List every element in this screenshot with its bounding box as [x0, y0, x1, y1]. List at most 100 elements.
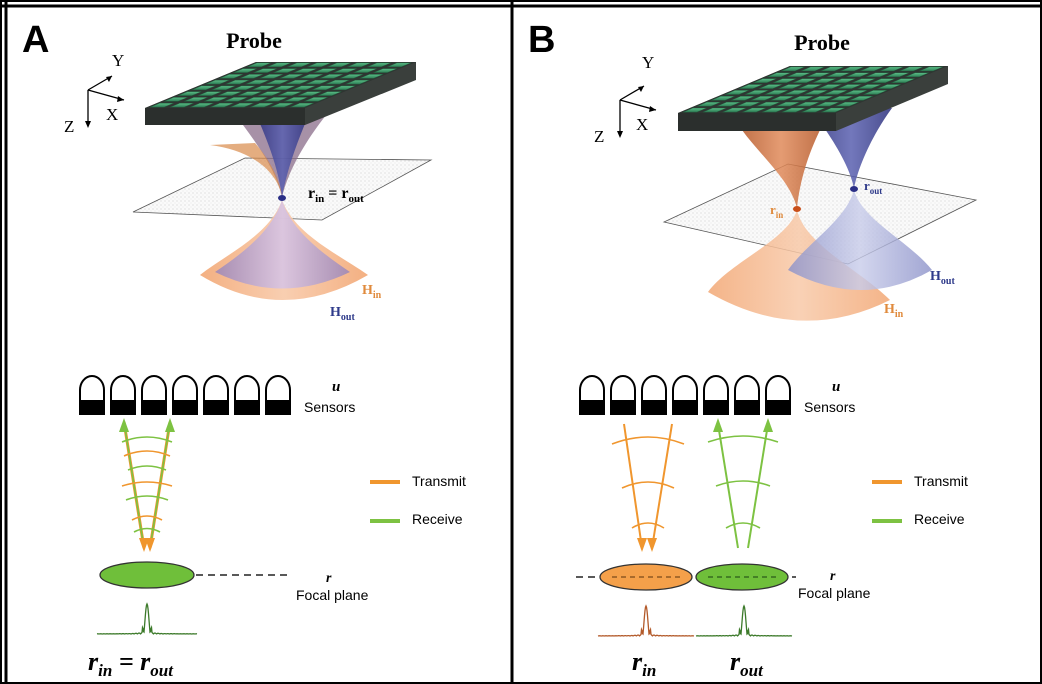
probe-element [285, 79, 310, 85]
probe-element [223, 97, 248, 102]
probe-element [333, 68, 358, 73]
probe-element [327, 62, 351, 68]
probe-element [730, 96, 755, 101]
bottom-r-in: rin [632, 647, 656, 680]
h-out-cone [788, 190, 932, 290]
probe-element [812, 78, 837, 83]
probe-element [150, 102, 174, 108]
probe-element [781, 107, 806, 113]
sensor-element [703, 375, 729, 415]
probe-element [271, 85, 296, 91]
probe-element [829, 96, 854, 101]
probe-element [792, 78, 817, 83]
probe-element [823, 90, 848, 95]
probe-element [780, 66, 805, 72]
probe-element [716, 101, 741, 107]
probe-element [775, 101, 800, 107]
focal-spot-ellipse [99, 561, 195, 589]
probe-element [387, 62, 411, 68]
probe-element [710, 96, 735, 101]
axis-x-label: X [106, 105, 118, 124]
probe-element [313, 68, 338, 73]
probe-element [772, 78, 797, 83]
transmit-focal-ellipse [599, 563, 693, 591]
probe-element [231, 85, 256, 91]
probe-element [287, 62, 311, 68]
sensor-element [265, 375, 291, 415]
probe-array [145, 62, 416, 125]
probe-element [820, 66, 845, 72]
probe-title: Probe [226, 28, 282, 53]
probe-element [331, 85, 356, 91]
h-out-cone [215, 200, 350, 289]
probe-element [871, 78, 896, 83]
probe-element [170, 102, 194, 108]
probe-element [259, 74, 284, 79]
probe-element [803, 90, 828, 95]
axes-glyph [85, 75, 125, 128]
probe-element [798, 84, 823, 89]
probe-element [267, 62, 291, 68]
sensor-element [765, 375, 791, 415]
probe-element [702, 107, 727, 113]
r-in-label: rin [770, 202, 783, 220]
probe-element [299, 74, 324, 79]
probe-element [752, 78, 777, 83]
bottom-r-out: rout [730, 647, 764, 680]
sensor-row [79, 375, 291, 415]
probe-element [742, 107, 767, 113]
axis-y-label: Y [112, 51, 124, 70]
probe-element [345, 79, 370, 85]
probe-element [245, 79, 270, 85]
panel-letter: A [22, 19, 49, 61]
probe-element [919, 66, 944, 72]
axis-z-label: Z [64, 117, 74, 136]
probe-array [678, 66, 948, 131]
sensor-element [110, 375, 136, 415]
probe-element [305, 79, 330, 85]
probe-element [845, 72, 870, 78]
panel-letter: B [528, 19, 555, 61]
receive-arrows [707, 418, 779, 549]
probe-element [800, 66, 825, 72]
probe-element [191, 85, 216, 91]
probe-element [293, 68, 318, 73]
probe-element [319, 74, 344, 79]
probe-element [225, 79, 250, 85]
probe-element [211, 85, 236, 91]
psf-curve [96, 602, 198, 635]
receive-focal-ellipse [695, 563, 789, 591]
probe-element [696, 101, 721, 107]
probe-element [177, 91, 202, 96]
probe-element [290, 102, 314, 108]
probe-element [250, 102, 274, 108]
probe-element [905, 72, 930, 78]
probe-element [203, 97, 228, 102]
probe-element [891, 78, 916, 83]
sensor-element [672, 375, 698, 415]
probe-element [219, 74, 244, 79]
probe-element [859, 66, 884, 72]
sensor-var: u [332, 379, 340, 395]
sensor-element [641, 375, 667, 415]
axis-x-label: X [636, 115, 648, 134]
probe-element [744, 90, 769, 95]
h-in-label: Hin [362, 283, 382, 301]
probe-element [786, 72, 811, 78]
panel-a: A Probe Y X Z [22, 19, 466, 680]
probe-element [233, 68, 258, 73]
probe-element [766, 72, 791, 78]
probe-element [761, 107, 786, 113]
sensor-element [203, 375, 229, 415]
probe-element [849, 96, 874, 101]
probe-element [311, 85, 336, 91]
bottom-equation: rin = rout [88, 647, 174, 680]
probe-element [821, 107, 846, 113]
probe-element [764, 90, 789, 95]
probe-element [770, 96, 795, 101]
probe-element [831, 78, 856, 83]
probe-element [879, 66, 904, 72]
probe-element [801, 107, 826, 113]
probe-element [722, 107, 747, 113]
probe-element [263, 97, 288, 102]
